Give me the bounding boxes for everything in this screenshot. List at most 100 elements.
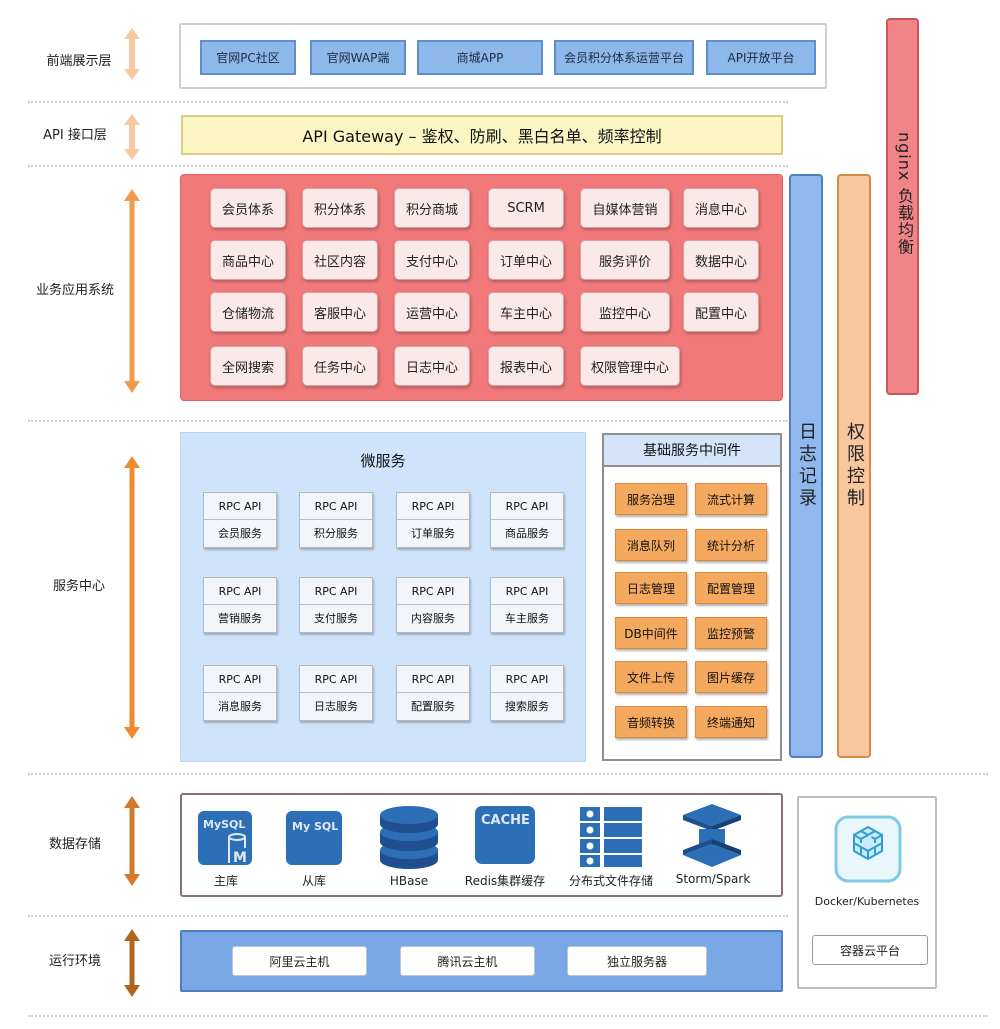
rpc-service-card[interactable]: RPC API 订单服务: [396, 492, 470, 548]
storage-label: 从库: [301, 874, 326, 888]
business-item[interactable]: 订单中心: [488, 240, 564, 280]
log-bar[interactable]: 日志记录: [789, 174, 823, 758]
cache-icon: CACHE: [475, 806, 535, 864]
double-arrow-icon: [124, 796, 140, 886]
middleware-item[interactable]: 终端通知: [695, 706, 767, 738]
layer-label-frontend: 前端展示层: [46, 54, 112, 69]
microservice-title: 微服务: [360, 451, 406, 470]
business-item[interactable]: 监控中心: [580, 292, 670, 332]
business-item[interactable]: 报表中心: [488, 346, 564, 386]
nginx-bar[interactable]: nginx 负载均衡: [886, 18, 919, 395]
business-item[interactable]: 服务评价: [580, 240, 670, 280]
rpc-api-label: RPC API: [397, 493, 469, 520]
permission-bar[interactable]: 权限控制: [837, 174, 871, 758]
rpc-service-name: 会员服务: [218, 527, 262, 540]
divider: [28, 420, 788, 422]
rpc-service-name: 车主服务: [505, 612, 549, 625]
middleware-item[interactable]: 监控预警: [695, 617, 767, 649]
kubernetes-cube-icon: [834, 815, 902, 883]
rpc-api-label: RPC API: [491, 666, 563, 693]
business-item[interactable]: 运营中心: [394, 292, 470, 332]
middleware-item[interactable]: 音频转换: [615, 706, 687, 738]
docker-label: Docker/Kubernetes: [814, 895, 920, 908]
frontend-item[interactable]: 商城APP: [417, 40, 543, 75]
middleware-item[interactable]: 日志管理: [615, 572, 687, 604]
rpc-service-name: 营销服务: [218, 612, 262, 625]
rpc-service-name: 搜索服务: [505, 700, 549, 713]
business-item[interactable]: 客服中心: [302, 292, 378, 332]
middleware-title: 基础服务中间件: [604, 435, 780, 467]
storage-label: HBase: [389, 874, 429, 888]
divider: [28, 165, 788, 167]
distributed-file-icon: [580, 807, 642, 867]
layer-label-business: 业务应用系统: [35, 283, 114, 298]
middleware-item[interactable]: 流式计算: [695, 483, 767, 515]
business-item[interactable]: 自媒体营销: [580, 188, 670, 228]
business-item[interactable]: 配置中心: [683, 292, 759, 332]
double-arrow-icon: [124, 929, 140, 997]
business-item[interactable]: 商品中心: [210, 240, 286, 280]
business-item[interactable]: 仓储物流: [210, 292, 286, 332]
frontend-item[interactable]: 官网WAP端: [310, 40, 406, 75]
rpc-api-label: RPC API: [397, 666, 469, 693]
runtime-item[interactable]: 阿里云主机: [232, 946, 367, 976]
runtime-item[interactable]: 独立服务器: [567, 946, 707, 976]
business-item[interactable]: 积分体系: [302, 188, 378, 228]
business-item[interactable]: 数据中心: [683, 240, 759, 280]
middleware-item[interactable]: 统计分析: [695, 529, 767, 561]
business-item[interactable]: 社区内容: [302, 240, 378, 280]
business-item[interactable]: 权限管理中心: [580, 346, 680, 386]
business-item[interactable]: 全网搜索: [210, 346, 286, 386]
business-item[interactable]: 任务中心: [302, 346, 378, 386]
rpc-service-name: 日志服务: [314, 700, 358, 713]
runtime-item[interactable]: 腾讯云主机: [400, 946, 535, 976]
rpc-service-card[interactable]: RPC API 营销服务: [203, 577, 277, 633]
container-platform-button[interactable]: 容器云平台: [812, 935, 928, 965]
business-item[interactable]: 车主中心: [488, 292, 564, 332]
api-gateway[interactable]: API Gateway – 鉴权、防刷、黑白名单、频率控制: [181, 115, 783, 155]
business-item[interactable]: 消息中心: [683, 188, 759, 228]
middleware-item[interactable]: 配置管理: [695, 572, 767, 604]
middleware-item[interactable]: DB中间件: [615, 617, 687, 649]
middleware-item[interactable]: 文件上传: [615, 661, 687, 693]
rpc-service-card[interactable]: RPC API 搜索服务: [490, 665, 564, 721]
frontend-item[interactable]: API开放平台: [706, 40, 816, 75]
rpc-service-name: 消息服务: [218, 700, 262, 713]
rpc-api-label: RPC API: [491, 493, 563, 520]
svg-text:My SQL: My SQL: [292, 820, 338, 833]
storage-label: Storm/Spark: [675, 872, 751, 886]
business-item[interactable]: 会员体系: [210, 188, 286, 228]
permission-bar-label: 权限控制: [844, 422, 865, 510]
divider: [28, 915, 788, 917]
middleware-item[interactable]: 图片缓存: [695, 661, 767, 693]
svg-text:M: M: [233, 850, 247, 866]
business-item[interactable]: SCRM: [488, 188, 564, 228]
hbase-icon: [380, 806, 438, 869]
business-item[interactable]: 积分商城: [394, 188, 470, 228]
rpc-service-name: 订单服务: [411, 527, 455, 540]
double-arrow-icon: [124, 28, 140, 80]
frontend-item[interactable]: 会员积分体系运营平台: [554, 40, 694, 75]
middleware-item[interactable]: 消息队列: [615, 529, 687, 561]
nginx-bar-label: nginx 负载均衡: [895, 132, 914, 256]
rpc-api-label: RPC API: [204, 578, 276, 605]
middleware-item[interactable]: 服务治理: [615, 483, 687, 515]
storm-spark-icon: [683, 804, 741, 867]
business-item[interactable]: 日志中心: [394, 346, 470, 386]
mysql-master-icon: MySQL M: [198, 811, 252, 866]
storage-label: Redis集群缓存: [464, 874, 546, 888]
business-item[interactable]: 支付中心: [394, 240, 470, 280]
layer-label-runtime: 运行环境: [48, 954, 101, 969]
double-arrow-icon: [124, 189, 140, 393]
double-arrow-icon: [124, 114, 140, 160]
frontend-item[interactable]: 官网PC社区: [200, 40, 296, 75]
